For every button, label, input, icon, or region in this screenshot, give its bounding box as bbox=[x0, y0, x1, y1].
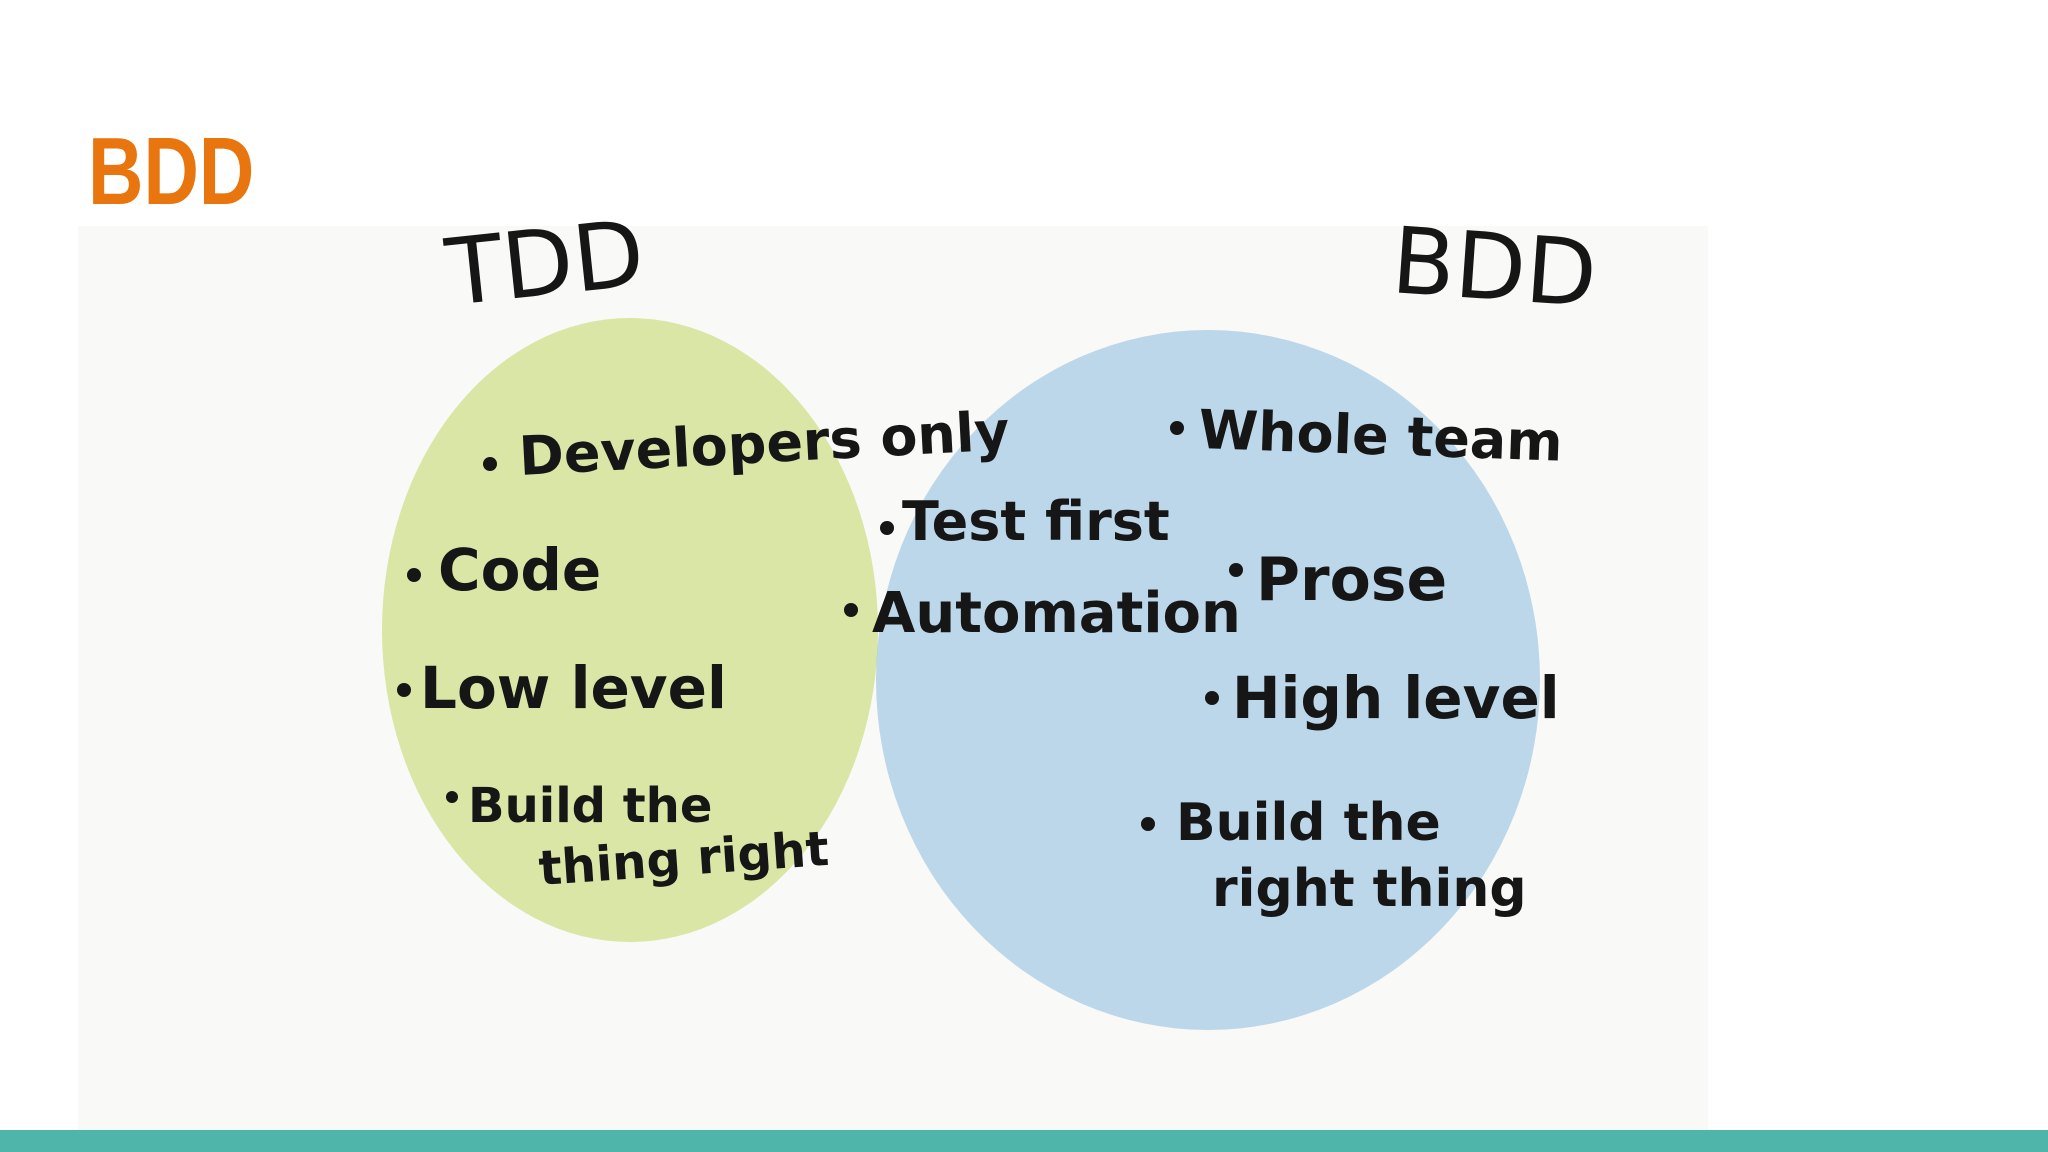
tdd-bullet bbox=[446, 791, 458, 803]
overlap-bullet bbox=[844, 603, 858, 617]
bdd-bullet bbox=[1170, 421, 1184, 435]
overlap-bullet bbox=[880, 521, 894, 535]
tdd-item-low-level: Low level bbox=[420, 654, 727, 722]
bdd-label: BDD bbox=[1388, 207, 1600, 328]
bdd-bullet bbox=[1229, 563, 1243, 577]
bdd-circle bbox=[876, 330, 1540, 1030]
tdd-bullet bbox=[407, 568, 421, 582]
slide-title: BDD bbox=[88, 118, 255, 225]
tdd-item-build-the: Build the bbox=[468, 778, 712, 834]
tdd-bullet bbox=[483, 457, 497, 471]
tdd-label: TDD bbox=[440, 200, 649, 327]
overlap-items: Test first Automation bbox=[844, 490, 1241, 646]
tdd-item-code: Code bbox=[438, 536, 601, 604]
overlap-item-test-first: Test first bbox=[902, 490, 1170, 553]
overlap-item-automation: Automation bbox=[872, 581, 1241, 646]
bdd-item-whole-team: Whole team bbox=[1198, 398, 1564, 474]
bdd-items: Whole team Prose High level Build the ri… bbox=[1141, 398, 1564, 919]
bdd-item-prose: Prose bbox=[1256, 545, 1447, 615]
tdd-bullet bbox=[397, 683, 411, 697]
bdd-bullet bbox=[1205, 691, 1219, 705]
bottom-accent-bar bbox=[0, 1130, 2048, 1152]
bdd-item-build-the: Build the bbox=[1176, 793, 1441, 853]
tdd-circle bbox=[382, 318, 878, 942]
bdd-item-right-thing: right thing bbox=[1212, 859, 1527, 919]
bdd-bullet bbox=[1141, 817, 1155, 831]
bdd-item-high-level: High level bbox=[1232, 664, 1560, 732]
